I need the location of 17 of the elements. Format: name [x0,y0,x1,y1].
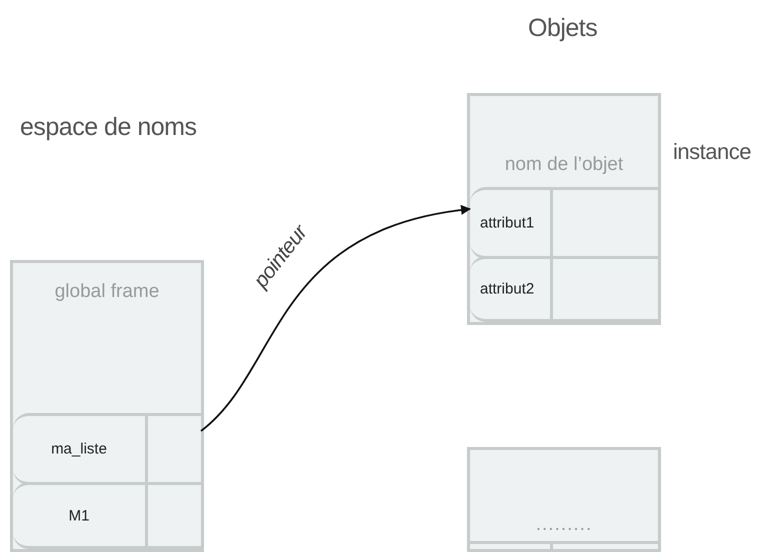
object-box [467,93,661,325]
object-title: nom de l’objet [504,154,624,176]
heading-text: Objets [528,14,598,43]
variable-name-cell [13,482,148,549]
variable-name-cell [470,256,553,322]
variable-name-cell [13,413,148,485]
heading-text: espace de noms [20,113,196,142]
object-box [467,447,661,552]
variable-name-cell [470,187,553,259]
object-title: ......... [534,514,594,536]
caption-text: instance [673,139,751,165]
variable-name: attribut1 [480,214,534,232]
variable-name: ma_liste [50,440,108,458]
variable-name: M1 [68,507,90,524]
frame-box [10,260,204,552]
variable-name: attribut2 [480,280,534,298]
frame-title: global frame [54,281,160,303]
